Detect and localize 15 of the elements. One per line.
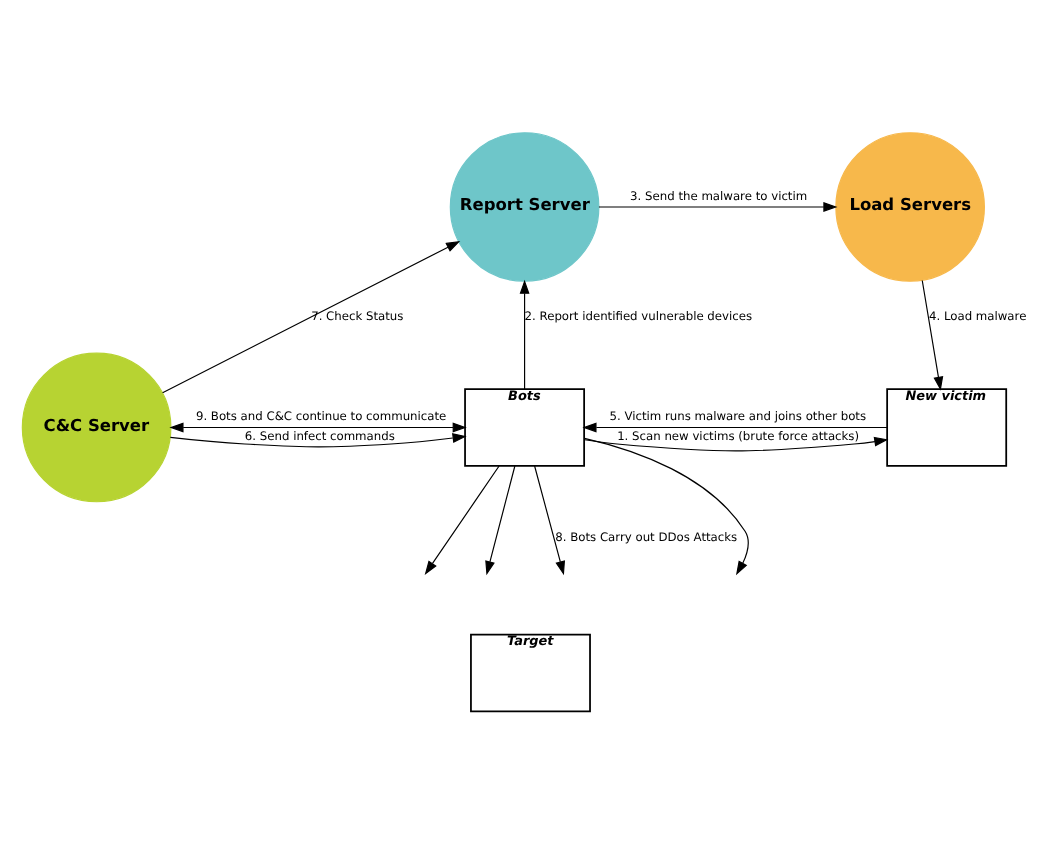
arrow	[169, 433, 467, 448]
arrow	[598, 202, 838, 212]
arrow	[534, 465, 566, 576]
arrow	[519, 279, 530, 390]
arrow	[584, 436, 889, 452]
arrow	[921, 279, 944, 391]
arrow	[582, 422, 888, 433]
node-circle: C&C Server	[21, 352, 172, 503]
arrow	[485, 465, 516, 576]
node-circle: Report Server	[449, 132, 600, 282]
node-circle: Load Servers	[835, 132, 985, 282]
arrow	[424, 465, 500, 575]
arrow	[583, 437, 749, 576]
arrow	[162, 240, 461, 394]
arrow	[169, 422, 467, 433]
